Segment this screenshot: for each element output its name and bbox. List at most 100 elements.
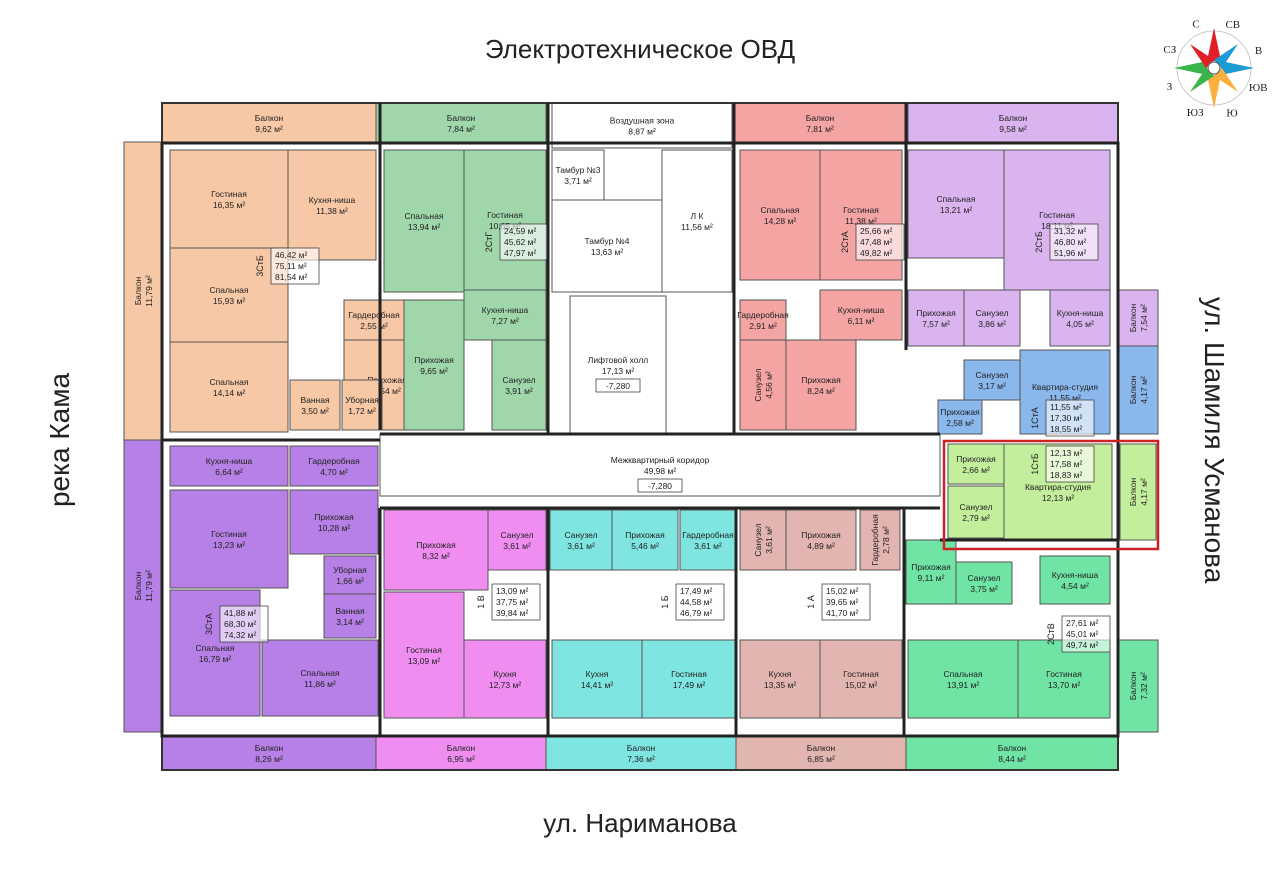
apartment-area-line: 31,32 м² [1054,226,1086,236]
compass-label: С [1192,19,1199,31]
compass-label: В [1255,45,1262,57]
apartment-area-line: 44,58 м² [680,597,712,607]
room-name: Балкон [255,743,284,753]
room-area: 13,94 м² [408,222,440,232]
room-name: Гардеробная [308,456,360,466]
apartment-area-box [270,247,320,285]
apartment-area-line: 49,74 м² [1066,640,1098,650]
apartment-area-line: 18,55 м² [1050,424,1082,434]
room-area: 6,95 м² [447,754,475,764]
room-name: Санузел [753,368,763,401]
room-fill [491,339,547,431]
room-area: 6,64 м² [215,467,243,477]
room-area: 8,87 м² [628,127,656,137]
room-fill [261,639,379,717]
room-name: Балкон [447,113,476,123]
apartment-area-line: 49,82 м² [860,248,892,258]
room-area: 15,02 м² [845,680,877,690]
room-area: 8,26 м² [255,754,283,764]
room-area: 13,91 м² [947,680,979,690]
room-fill [341,379,383,431]
room-name: Санузел [564,530,597,540]
room-fill [859,509,901,571]
room-area: 7,84 м² [447,124,475,134]
room-fill [1017,639,1111,719]
room-fill [1039,555,1111,605]
room-area: 7,32 м² [1139,672,1149,700]
apartment-area-box [1061,615,1111,653]
room-area: 3,17 м² [978,381,1006,391]
room-fill [323,555,377,595]
room-area: 8,44 м² [998,754,1026,764]
room-name: Кухня-ниша [482,305,529,315]
room-name: Гостиная [211,529,247,539]
room-fill [383,149,465,293]
room-area: 7,27 м² [491,316,519,326]
room-name: Кухня-ниша [206,456,253,466]
floor-level-mark: -7,280 [648,481,672,491]
apartment-area-line: 74,32 м² [224,630,256,640]
room-name: Лифтовой холл [588,355,649,365]
room-fill [955,561,1013,605]
room-area: 13,35 м² [764,680,796,690]
level-box [637,478,683,493]
room-name: Спальная [210,377,249,387]
room-area: 6,85 м² [807,754,835,764]
room-name: Тамбур №3 [555,165,600,175]
room-name: Прихожая [414,355,454,365]
room-name: Прихожая [956,454,996,464]
room-fill [1117,289,1159,347]
room-name: Гостиная [671,669,707,679]
room-name: Балкон [133,571,143,600]
apartment-area-line: 46,80 м² [1054,237,1086,247]
room-fill [375,102,547,144]
room-area: 1,66 м² [336,576,364,586]
room-area: 4,05 м² [1066,319,1094,329]
room-fill [123,439,163,733]
room-name: Спальная [944,669,983,679]
room-fill [289,489,379,555]
room-name: Балкон [806,113,835,123]
room-fill [731,102,909,144]
room-name: Кухня-ниша [1057,308,1104,318]
apartment-area-line: 24,59 м² [504,226,536,236]
apartment-code: 3СтБ [255,255,265,277]
room-name: Прихожая [801,375,841,385]
apartment-code: 2СтВ [1046,623,1056,645]
